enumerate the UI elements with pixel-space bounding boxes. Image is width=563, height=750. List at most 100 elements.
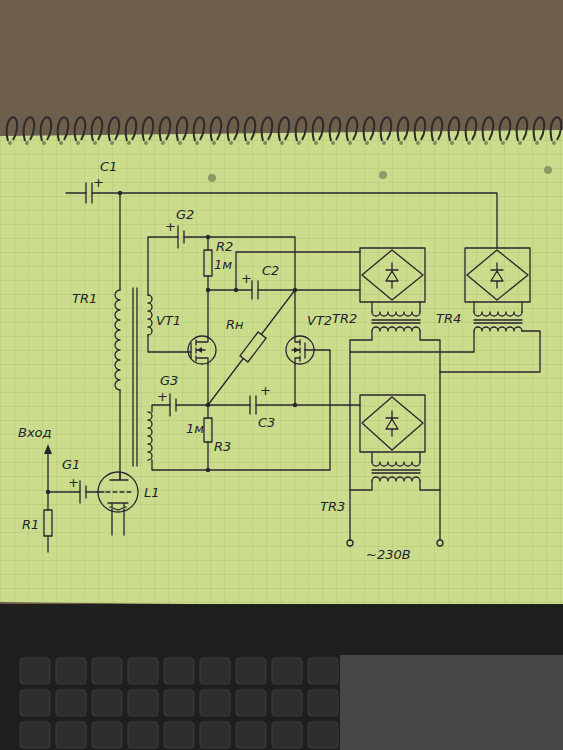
battery-symbol [80,226,184,503]
spiral-ring [364,117,374,141]
wire [66,193,497,290]
spiral-ring [398,117,408,141]
spiral-ring [279,117,289,141]
keyboard-key [56,722,86,748]
spiral-hole [246,141,250,145]
keyboard-key [236,722,266,748]
spiral-ring [415,117,425,141]
keyboard-key [164,690,194,716]
spiral-ring [262,117,272,141]
spiral-hole [110,141,114,145]
capacitor-label: C3 [258,416,275,429]
junction-dot [234,288,238,292]
transformer-label: TR4 [436,312,461,325]
spiral-ring [24,117,34,141]
polarity-mark: + [260,384,271,397]
junction-dot [206,235,210,239]
input-arrow [44,444,52,454]
spiral-hole [297,141,301,145]
spiral-ring [7,117,17,141]
spiral-hole [59,141,63,145]
spiral-ring [194,117,204,141]
keyboard-key [20,690,50,716]
load-label: Rн [226,318,244,331]
wire [208,252,360,290]
spiral-hole [450,141,454,145]
resistor-symbol [240,332,266,362]
notebook-spiral [7,117,561,145]
keyboard-area [0,604,563,750]
resistor-label: R3 [214,440,231,453]
spiral-hole [484,141,488,145]
keyboard-key [128,722,158,748]
keyboard-key [308,658,338,684]
paper-grid [0,130,563,608]
spiral-ring [381,117,391,141]
mains-wire [350,302,440,540]
vacuum-tube [98,472,138,512]
mosfet-symbol [188,336,314,364]
transformer-label: TR3 [320,500,345,513]
vacuum-tube [98,472,138,512]
diode-bridge [360,248,530,452]
keyboard-key [164,658,194,684]
terminal [347,540,353,546]
spiral-hole [42,141,46,145]
diode-bridge [360,395,425,452]
tube-anode [110,472,128,480]
spiral-hole [416,141,420,145]
desk [0,0,563,140]
spiral-ring [41,117,51,141]
keyboard-key [200,690,230,716]
keyboard-keys [20,658,338,748]
spiral-hole [314,141,318,145]
spiral-ring [517,117,527,141]
tube-cathode [108,503,128,510]
mosfet-symbol [286,336,314,364]
tube-grid [98,491,131,492]
resistor-value: 1м [186,422,204,435]
transformer-coil [148,412,152,460]
spiral-ring [160,117,170,141]
keyboard-key [272,690,302,716]
resistor-label: R2 [216,240,233,253]
wire [148,335,191,352]
battery-label: G1 [62,458,80,471]
transistor-label: VT2 [307,314,332,327]
diode-bridge [465,248,530,302]
keyboard-key [200,722,230,748]
mosfet-symbol [188,336,216,364]
transformer-core [133,288,137,466]
junction-dot [293,403,297,407]
spiral-ring [58,117,68,141]
tube-label: L1 [144,486,160,499]
spiral-ring [313,117,323,141]
spiral-hole [263,141,267,145]
resistor-symbol [204,250,212,276]
capacitor-symbol [252,281,258,299]
spiral-hole [178,141,182,145]
spiral-hole [93,141,97,145]
spiral-ring [347,117,357,141]
resistor-label: R1 [22,518,39,531]
spiral-ring [245,117,255,141]
mains-label: ~230В [366,548,411,561]
spiral-hole [501,141,505,145]
spiral-hole [25,141,29,145]
wire [152,350,330,470]
transformer-coil [115,290,120,390]
spiral-ring [466,117,476,141]
polarity-mark: + [241,272,252,285]
diode-symbol [386,411,398,436]
spiral-hole [535,141,539,145]
capacitor-symbol [86,183,258,414]
capacitor-label: C1 [100,160,117,173]
keyboard-key [200,658,230,684]
keyboard-key [272,722,302,748]
resistor-symbol [204,418,212,442]
junction-dot [206,468,210,472]
battery-symbol [80,481,86,503]
spiral-hole [229,141,233,145]
polarity-mark: + [157,390,168,403]
